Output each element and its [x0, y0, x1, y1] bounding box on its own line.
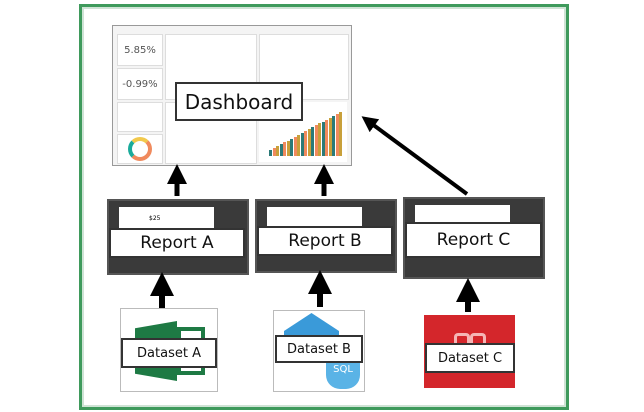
dashboard-bar: [272, 148, 276, 156]
dataset-c-label: Dataset C: [425, 343, 515, 373]
dashboard-bar: [311, 127, 314, 156]
arrow-report-c-to-dashboard: [361, 116, 469, 196]
report-a-label: Report A: [109, 228, 245, 258]
dashboard-bar: [335, 113, 339, 156]
dashboard-bar: [325, 119, 328, 156]
report-c-label: Report C: [405, 222, 542, 258]
dashboard-label: Dashboard: [175, 82, 303, 121]
report-b-label: Report B: [257, 226, 393, 256]
diagram-frame: [79, 4, 569, 410]
dashboard-bar: [276, 146, 279, 156]
dashboard-bar: [339, 112, 342, 156]
dashboard-bar: [293, 136, 297, 156]
dashboard-bar: [286, 140, 290, 156]
dashboard-bar: [283, 142, 286, 156]
dashboard-bar: [297, 134, 300, 156]
dashboard-bar: [269, 150, 272, 156]
donut-tile: [117, 134, 163, 164]
dashboard-bar: [307, 129, 311, 156]
dashboard-bar: [279, 144, 283, 156]
dataset-b-label: Dataset B: [275, 335, 363, 363]
chart-tile: [117, 102, 163, 132]
report-kpi: $25: [119, 207, 214, 231]
dashboard-bar: [332, 115, 335, 156]
sql-text: SQL: [326, 361, 360, 389]
kpi-tile: 5.85%: [117, 34, 163, 66]
dashboard-bar: [321, 121, 325, 156]
dashboard-bar: [314, 125, 318, 156]
dashboard-bar: [300, 132, 304, 156]
kpi-tile: -0.99%: [117, 68, 163, 100]
dashboard-bar: [328, 117, 332, 156]
dashboard-screenshot: 5.85% -0.99%: [112, 25, 352, 166]
dataset-a-label: Dataset A: [121, 338, 217, 368]
dashboard-bar: [290, 138, 293, 156]
dashboard-bar: [304, 131, 307, 156]
dashboard-bar: [318, 123, 321, 156]
